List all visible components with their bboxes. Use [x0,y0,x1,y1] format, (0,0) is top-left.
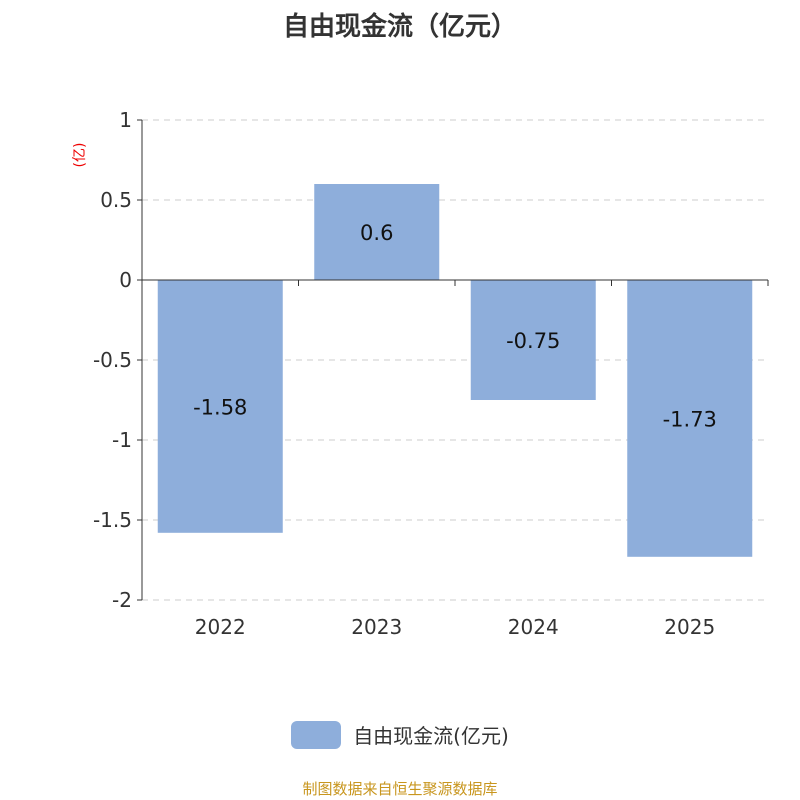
y-tick-label: -1 [112,428,132,452]
data-label: -0.75 [506,329,560,353]
y-tick-label: 0.5 [100,188,132,212]
bar [157,280,283,533]
y-tick-label: 1 [119,108,132,132]
x-tick-label: 2025 [664,615,715,639]
x-tick-label: 2023 [351,615,402,639]
data-label: -1.58 [193,395,247,419]
legend-label: 自由现金流(亿元) [353,724,509,748]
bar [470,280,596,400]
legend-swatch [291,720,342,749]
data-label: -1.73 [663,407,717,431]
bar [627,280,753,557]
x-tick-label: 2024 [508,615,559,639]
y-axis-label: (亿) [72,143,88,168]
legend[interactable]: 自由现金流(亿元) [0,720,800,749]
source-note: 制图数据来自恒生聚源数据库 [302,780,498,798]
x-tick-label: 2022 [195,615,246,639]
y-tick-label: 0 [119,268,132,292]
y-tick-label: -2 [112,588,132,612]
data-label: 0.6 [360,221,393,245]
chart-title: 自由现金流（亿元） [282,12,517,42]
y-tick-label: -1.5 [93,508,132,532]
bar [314,184,440,280]
y-tick-label: -0.5 [93,348,132,372]
